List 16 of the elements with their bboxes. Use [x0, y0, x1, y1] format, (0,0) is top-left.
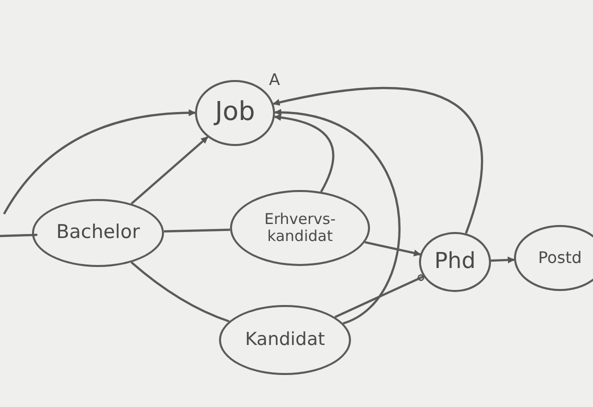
ellipse-node: Postd: [514, 225, 593, 291]
arrow: [130, 136, 208, 205]
arrow: [274, 114, 334, 192]
arrow: [3, 109, 196, 215]
arrow: [272, 86, 483, 234]
ellipse-node: Erhvervs- kandidat: [230, 190, 370, 266]
ellipse-node: Kandidat: [219, 305, 351, 375]
ellipse-node: Phd: [419, 232, 491, 292]
arrow: [490, 256, 515, 264]
connector-line: [130, 261, 230, 322]
connector-line: [0, 234, 36, 238]
edge-label: A: [268, 72, 281, 88]
arrow: [364, 241, 421, 256]
ellipse-node: Bachelor: [32, 199, 164, 267]
connector-line: [164, 228, 230, 232]
arrow: [274, 109, 400, 324]
